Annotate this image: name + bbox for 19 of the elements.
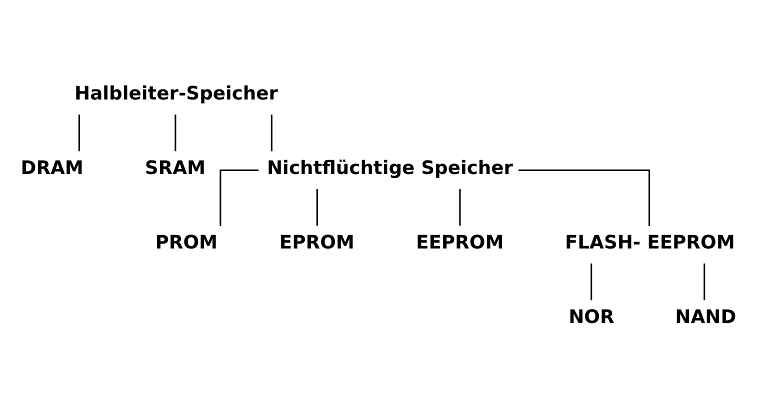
connector bbox=[270, 114, 272, 151]
connector bbox=[316, 188, 318, 226]
node-text: Nichtflüchtige Speicher bbox=[267, 157, 513, 178]
connector bbox=[590, 263, 592, 300]
connector bbox=[459, 188, 461, 226]
node-text: SRAM bbox=[144, 157, 206, 178]
connector bbox=[78, 114, 80, 151]
connector bbox=[518, 168, 650, 226]
node-text: EPROM bbox=[279, 232, 354, 253]
node-text: DRAM bbox=[20, 157, 84, 178]
connector bbox=[704, 263, 706, 300]
node-text: NOR bbox=[568, 306, 614, 328]
node-text: Halbleiter-Speicher bbox=[74, 82, 278, 104]
node-text: PROM bbox=[155, 232, 218, 253]
connector bbox=[220, 168, 259, 226]
node-text: FLASH- EEPROM bbox=[564, 232, 735, 253]
connector bbox=[174, 114, 176, 151]
node-text: EEPROM bbox=[416, 232, 504, 253]
node-text: NAND bbox=[675, 306, 736, 328]
